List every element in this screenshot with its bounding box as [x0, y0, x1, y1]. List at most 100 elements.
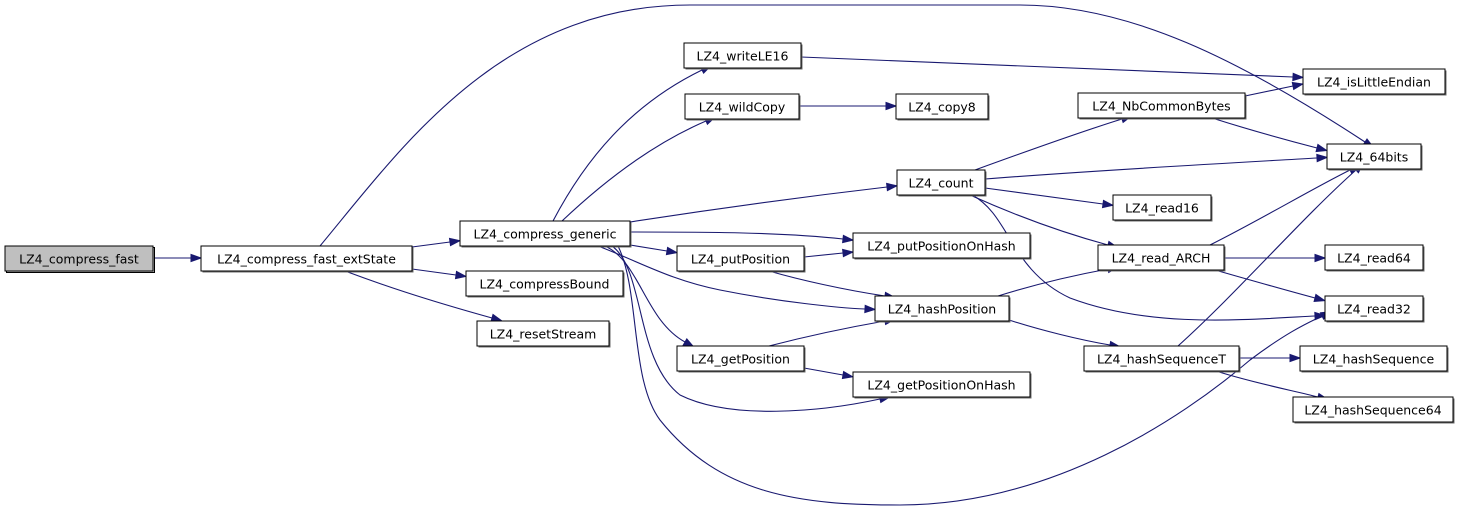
arrowhead-icon	[1291, 81, 1305, 91]
edge-compress_generic-to-hashPosition	[597, 245, 877, 314]
node-box[interactable]	[1324, 244, 1424, 271]
edge-hashSequenceT-to-hashSequence64	[1215, 370, 1330, 402]
node-hashSequence64[interactable]: LZ4_hashSequence64	[1292, 396, 1455, 424]
arrowhead-icon	[190, 253, 203, 263]
edge-line	[984, 187, 1104, 205]
edge-line	[803, 252, 844, 258]
edge-line	[984, 157, 1318, 180]
node-compressBound[interactable]: LZ4_compressBound	[465, 270, 625, 298]
node-hashSequenceT[interactable]: LZ4_hashSequenceT	[1083, 345, 1241, 373]
edge-line	[552, 69, 703, 222]
node-box[interactable]	[200, 245, 413, 272]
node-label: LZ4_resetStream	[490, 327, 597, 342]
edge-line	[1008, 319, 1111, 346]
edge-compress_fast_extState-to-resetStream	[344, 270, 504, 323]
node-label: LZ4_64bits	[1340, 150, 1408, 165]
node-box[interactable]	[476, 320, 610, 347]
edge-writeLE16-to-isLittleEndian	[800, 56, 1305, 82]
node-box[interactable]	[1299, 345, 1448, 372]
node-box[interactable]	[465, 270, 624, 297]
node-box[interactable]	[683, 42, 802, 69]
edge-line	[1215, 370, 1319, 398]
node-label: LZ4_NbCommonBytes	[1092, 99, 1230, 114]
node-box[interactable]	[852, 232, 1031, 259]
arrowhead-icon	[1313, 293, 1327, 303]
node-box[interactable]	[1302, 68, 1446, 95]
edge-compress_generic-to-putPosition	[629, 244, 679, 256]
edge-putPosition-to-hashPosition	[768, 270, 897, 301]
arrowhead-icon	[842, 248, 855, 258]
node-box[interactable]	[1292, 396, 1454, 423]
edge-read_ARCH-to-read32	[1214, 269, 1327, 303]
node-label: LZ4_copy8	[908, 100, 976, 115]
edge-line	[768, 320, 886, 347]
node-box[interactable]	[874, 295, 1010, 322]
edge-line	[974, 118, 1123, 171]
node-box[interactable]	[1097, 244, 1225, 271]
node-box[interactable]	[676, 245, 805, 272]
node-resetStream[interactable]: LZ4_resetStream	[476, 320, 611, 348]
edge-read_ARCH-to-bits64	[1209, 164, 1361, 246]
arrowhead-icon	[885, 101, 898, 111]
edge-compress_fast_extState-to-compress_generic	[411, 237, 462, 248]
edge-compress_fast_extState-to-compressBound	[411, 268, 468, 280]
node-box[interactable]	[895, 93, 989, 120]
node-bits64[interactable]: LZ4_64bits	[1326, 143, 1423, 171]
node-copy8[interactable]: LZ4_copy8	[895, 93, 990, 121]
node-box[interactable]	[1083, 345, 1240, 372]
edge-putPosition-to-putPositionOnHash	[803, 248, 855, 258]
arrowhead-icon	[490, 313, 504, 323]
node-box[interactable]	[1112, 194, 1212, 221]
arrowhead-icon	[1315, 143, 1329, 153]
arrowhead-icon	[454, 270, 468, 280]
node-putPositionOnHash[interactable]: LZ4_putPositionOnHash	[852, 232, 1032, 260]
node-hashSequence[interactable]: LZ4_hashSequence	[1299, 345, 1449, 373]
node-getPosition[interactable]: LZ4_getPosition	[676, 345, 806, 373]
edge-line	[344, 270, 493, 319]
node-box[interactable]	[1324, 295, 1424, 322]
node-read32[interactable]: LZ4_read32	[1324, 295, 1425, 323]
node-box[interactable]	[852, 371, 1031, 398]
node-wildCopy[interactable]: LZ4_wildCopy	[684, 93, 801, 121]
node-putPosition[interactable]: LZ4_putPosition	[676, 245, 806, 273]
node-label: LZ4_compress_fast_extState	[217, 252, 396, 267]
edge-line	[604, 245, 686, 343]
edge-getPosition-to-getPositionOnHash	[803, 367, 855, 380]
arrowhead-icon	[1289, 353, 1302, 363]
node-count[interactable]: LZ4_count	[896, 169, 987, 197]
node-read16[interactable]: LZ4_read16	[1112, 194, 1213, 222]
edge-line	[561, 120, 707, 222]
node-label: LZ4_wildCopy	[699, 100, 786, 115]
node-box[interactable]	[1077, 92, 1246, 119]
edge-line	[629, 231, 844, 240]
edge-compress_generic-to-count	[629, 182, 899, 223]
edge-line	[597, 245, 866, 310]
edge-line	[997, 268, 1109, 297]
node-label: LZ4_hashSequence	[1313, 352, 1435, 367]
node-box[interactable]	[459, 220, 631, 247]
arrowhead-icon	[886, 182, 899, 192]
node-box[interactable]	[676, 345, 805, 372]
node-box[interactable]	[684, 93, 800, 120]
node-compress_generic[interactable]: LZ4_compress_generic	[459, 220, 632, 248]
edge-count-to-bits64	[984, 153, 1329, 180]
node-NbCommonBytes[interactable]: LZ4_NbCommonBytes	[1077, 92, 1247, 120]
edge-hashPosition-to-hashSequenceT	[1008, 319, 1122, 350]
arrowhead-icon	[841, 370, 855, 380]
node-compress_fast_extState[interactable]: LZ4_compress_fast_extState	[200, 245, 414, 273]
edge-line	[1177, 169, 1357, 347]
node-read64[interactable]: LZ4_read64	[1324, 244, 1425, 272]
node-box[interactable]	[896, 169, 986, 196]
edge-NbCommonBytes-to-bits64	[1211, 117, 1329, 153]
node-isLittleEndian[interactable]: LZ4_isLittleEndian	[1302, 68, 1447, 96]
node-writeLE16[interactable]: LZ4_writeLE16	[683, 42, 803, 70]
node-box[interactable]	[1326, 143, 1422, 170]
edge-line	[629, 186, 888, 223]
node-read_ARCH[interactable]: LZ4_read_ARCH	[1097, 244, 1226, 272]
edge-line	[629, 244, 668, 252]
node-label: LZ4_getPosition	[691, 352, 790, 367]
node-hashPosition[interactable]: LZ4_hashPosition	[874, 295, 1011, 323]
node-getPositionOnHash[interactable]: LZ4_getPositionOnHash	[852, 371, 1032, 399]
